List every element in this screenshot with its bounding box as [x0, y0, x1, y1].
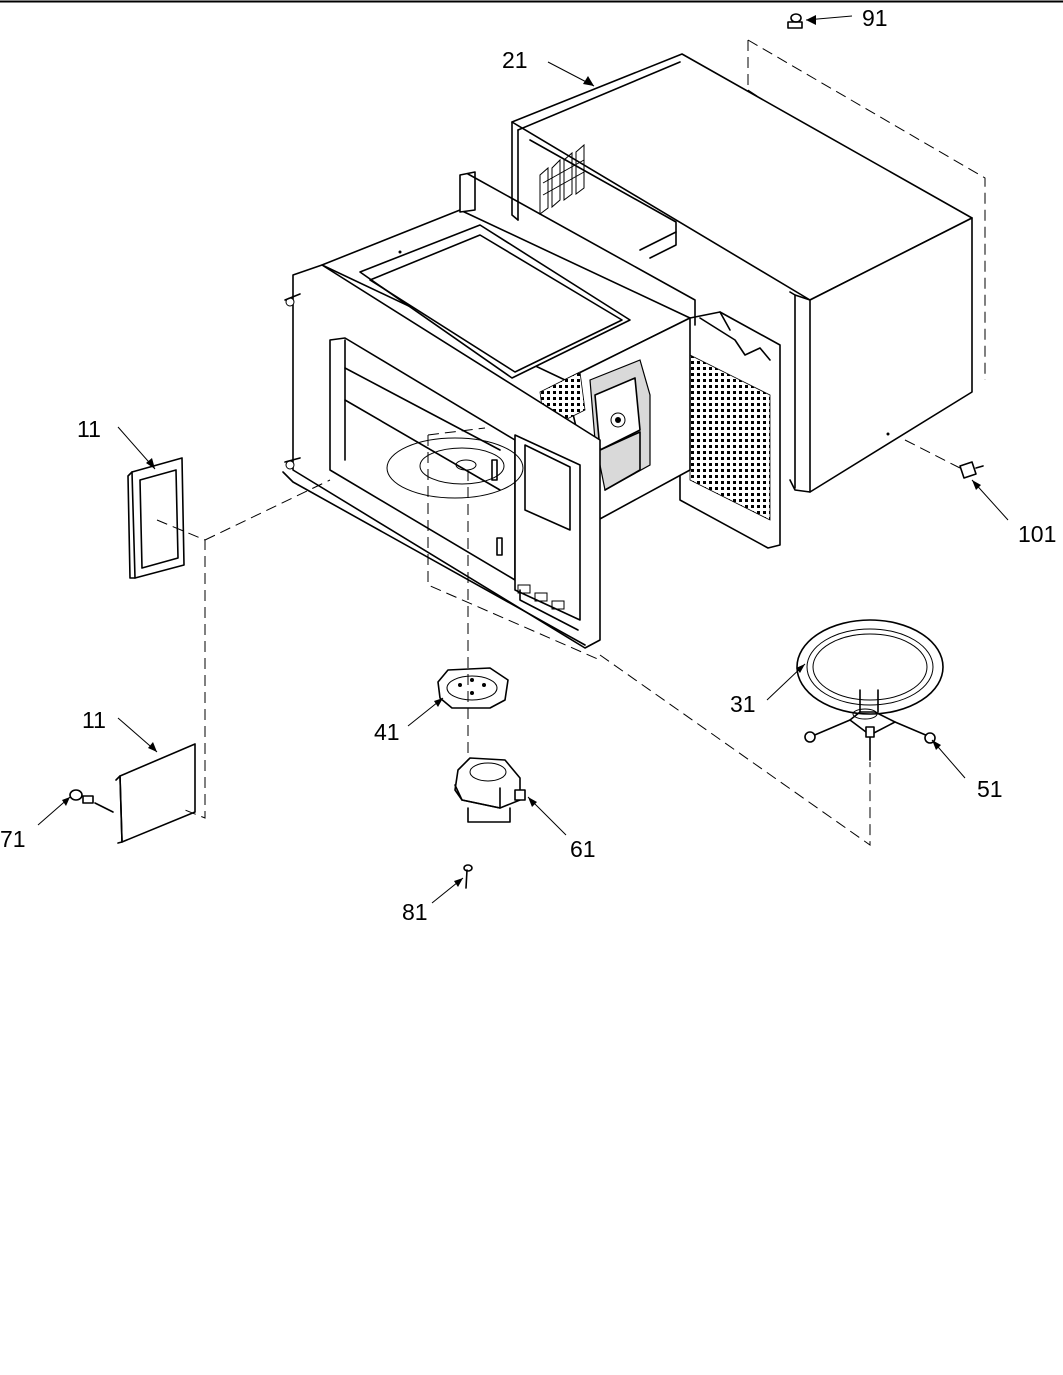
label-11-top: 11: [77, 416, 101, 442]
cabinet-vents: [539, 143, 585, 215]
oven-cavity-assembly: [282, 171, 781, 661]
label-51: 51: [977, 776, 1003, 802]
waveguide-cover-11-bottom: [115, 743, 196, 844]
tray-guide: [599, 654, 871, 846]
glass-tray-31: [796, 619, 944, 715]
screw-71: [69, 789, 114, 813]
label-11-bottom: 11: [82, 707, 106, 733]
label-91: 91: [862, 5, 888, 31]
label-21: 21: [502, 47, 528, 73]
label-81: 81: [402, 899, 428, 925]
screw-91: [787, 13, 803, 29]
screw-101: [959, 461, 984, 479]
leader-lines: [37, 15, 1009, 904]
label-61: 61: [570, 836, 596, 862]
outer-cabinet-21: [511, 53, 973, 493]
label-31: 31: [730, 691, 756, 717]
label-101: 101: [1018, 521, 1056, 547]
turntable-coupler-41: [437, 667, 509, 709]
screw-91-guide: [747, 39, 986, 380]
roller-ring-51: [804, 689, 936, 761]
covers-guide: [156, 479, 331, 819]
turntable-motor-61: [454, 757, 526, 823]
label-71: 71: [0, 826, 26, 852]
screw-81: [463, 864, 473, 889]
label-41: 41: [374, 719, 400, 745]
screw-101-guide: [904, 439, 961, 469]
waveguide-cover-11-top: [127, 457, 185, 579]
